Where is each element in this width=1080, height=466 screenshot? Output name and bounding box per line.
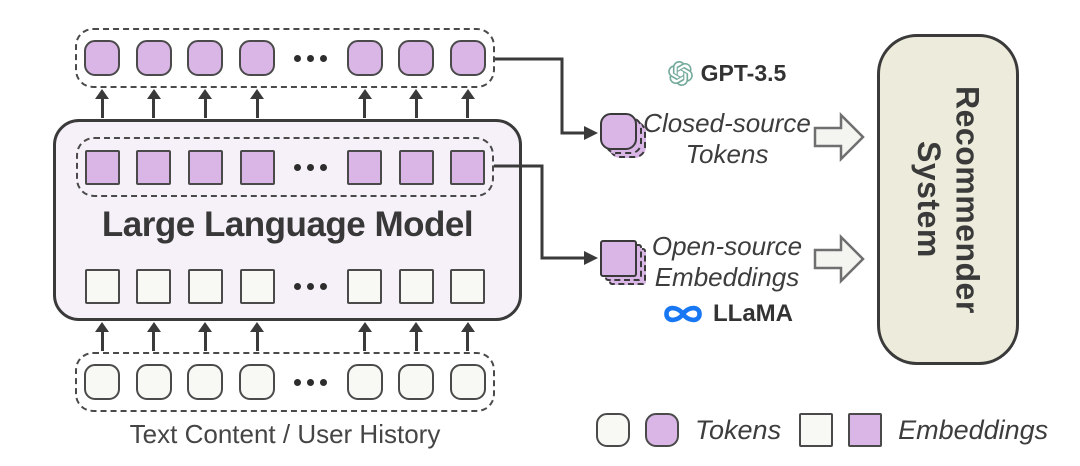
embedding-square (84, 268, 120, 304)
embedding-square (450, 149, 486, 185)
up-arrow-icon (460, 322, 475, 351)
up-arrow-icon (95, 89, 109, 118)
up-arrow-icon (409, 322, 424, 351)
closed-source-line2: Tokens (685, 139, 769, 169)
up-arrow-icon (250, 322, 265, 351)
legend: Tokens Embeddings (596, 413, 1048, 447)
token (135, 364, 172, 400)
up-arrow-icon (357, 322, 372, 351)
block-arrow-icon (813, 234, 865, 284)
up-arrow-icon (198, 89, 213, 118)
up-arrow-icon (95, 322, 109, 351)
embedding-square (450, 268, 486, 304)
recommender-title: Recommender System (911, 85, 986, 314)
token (84, 364, 120, 400)
output-token-row (75, 40, 495, 76)
embedding-square (398, 268, 434, 304)
llm-box (53, 119, 522, 321)
token (239, 40, 276, 76)
legend-embedding-purple (848, 413, 883, 447)
embedding-square (239, 268, 275, 304)
llm-title: Large Language Model (101, 205, 474, 244)
up-arrow-icon (460, 89, 475, 118)
input-token-group (75, 352, 495, 412)
embedding-square (136, 149, 172, 185)
output-arrow-row (75, 89, 495, 118)
token (449, 40, 486, 76)
embedding-square (347, 268, 383, 304)
ellipsis-dots (294, 282, 328, 290)
token (346, 40, 383, 76)
recommender-box: Recommender System (877, 34, 1019, 365)
openai-icon (667, 61, 693, 86)
gpt-model-label: GPT-3.5 (700, 60, 787, 86)
embedding-square (239, 149, 275, 185)
embedding-square (398, 149, 434, 185)
output-token-group (75, 28, 495, 88)
purple-embedding-row (75, 149, 495, 185)
embedding-square (84, 149, 120, 185)
open-source-line2: Embeddings (654, 262, 800, 292)
token (187, 364, 224, 400)
up-arrow-icon (146, 322, 161, 351)
token (135, 40, 172, 76)
up-arrow-icon (409, 89, 424, 118)
legend-embedding-white (799, 413, 834, 447)
up-arrow-icon (250, 89, 265, 118)
token (239, 364, 276, 400)
legend-tokens-label: Tokens (695, 414, 782, 445)
token (346, 364, 383, 400)
input-token-row (75, 364, 495, 400)
legend-token-purple (645, 413, 679, 447)
token (398, 364, 435, 400)
embedding-square (347, 149, 383, 185)
white-embedding-row (75, 268, 495, 304)
embedding-square (136, 268, 172, 304)
open-source-line1: Open-source (651, 231, 803, 261)
ellipsis-dots (294, 163, 328, 171)
open-source-embedding-stack (600, 240, 648, 288)
input-arrow-row (75, 322, 495, 351)
input-caption: Text Content / User History (129, 419, 441, 449)
token (449, 364, 486, 400)
llama-model-label: LLaMA (713, 300, 793, 327)
embedding-square (187, 149, 223, 185)
legend-token-white (596, 413, 630, 447)
closed-source-line1: Closed-source (643, 108, 811, 138)
closed-source-token-stack (600, 113, 648, 161)
embedding-square (187, 268, 223, 304)
token (84, 40, 120, 76)
token (187, 40, 224, 76)
up-arrow-icon (198, 322, 213, 351)
ellipsis-dots (294, 378, 328, 386)
ellipsis-dots (294, 54, 328, 62)
up-arrow-icon (357, 89, 372, 118)
meta-icon (664, 305, 702, 323)
output-embedding-group (76, 137, 494, 197)
block-arrow-icon (813, 112, 865, 162)
open-source-caption: Open-source Embeddings LLaMA (632, 231, 822, 328)
closed-source-caption: GPT-3.5 Closed-source Tokens (632, 60, 822, 170)
legend-embeddings-label: Embeddings (898, 414, 1049, 445)
token (398, 40, 435, 76)
up-arrow-icon (146, 89, 161, 118)
